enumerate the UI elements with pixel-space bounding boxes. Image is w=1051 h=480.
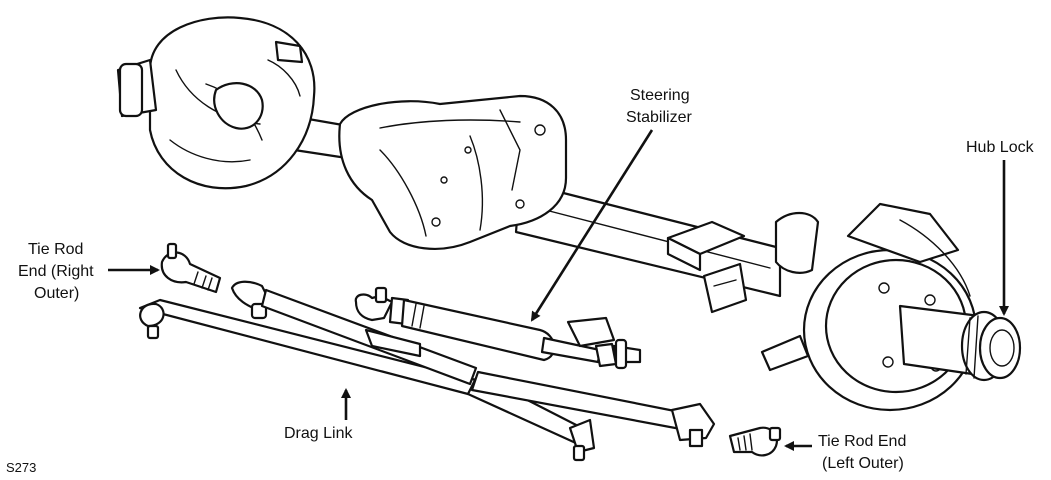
- right-knuckle-assembly: [760, 202, 978, 412]
- hub-lock: [898, 304, 1022, 382]
- tie-rod: [138, 298, 596, 462]
- drag-link: [230, 280, 716, 448]
- steering-stabilizer-leader: [530, 129, 654, 322]
- tie-rod-end-right-outer: [160, 242, 222, 294]
- tie-rod-end-right-label-line3: Outer): [34, 285, 79, 302]
- tie-rod-end-right-label-line2: End (Right: [18, 263, 94, 280]
- hub-lock-label: Hub Lock: [966, 139, 1035, 156]
- steering-stabilizer-label-line1: Steering: [630, 87, 690, 104]
- track-bar-bracket: [666, 220, 748, 314]
- left-knuckle-assembly: [116, 16, 316, 190]
- tie-rod-end-left-label-line1: Tie Rod End: [818, 433, 906, 450]
- tie-rod-end-left-outer: [728, 426, 782, 457]
- tie-rod-end-right-label-line1: Tie Rod: [28, 241, 83, 258]
- tie-rod-end-left-label-line2: (Left Outer): [822, 455, 904, 472]
- differential-housing: [338, 94, 568, 250]
- drag-link-label: Drag Link: [284, 425, 353, 442]
- steering-stabilizer-label-line2: Stabilizer: [626, 109, 692, 126]
- figure-code: S273: [6, 460, 36, 475]
- steering-stabilizer: [354, 286, 642, 370]
